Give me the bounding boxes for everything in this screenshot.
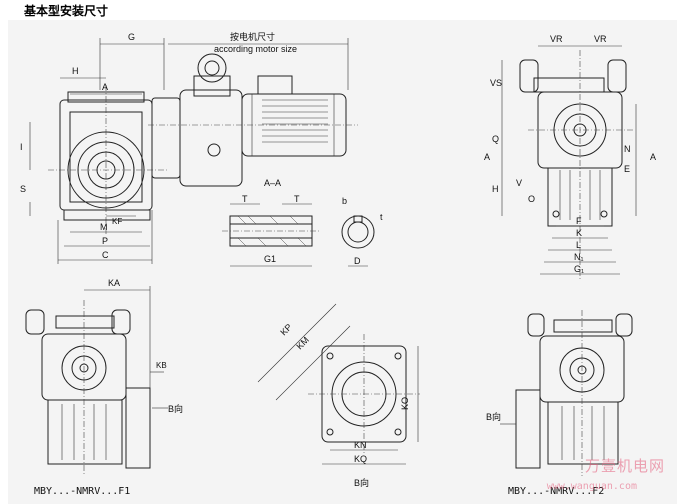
dim-A: A (102, 82, 108, 92)
dim-N: N (624, 144, 631, 154)
dim-KM: KM (294, 335, 311, 352)
dim-I: I (20, 142, 23, 152)
technical-drawing: G 按电机尺寸 according motor size H A I S KF … (8, 20, 677, 504)
label-B-dir-right: B向 (486, 411, 501, 422)
front-view: VR VR VS Q H V O N E A A F K L N₁ G₁ (484, 34, 656, 280)
view-F2: B向 MBY...-NMRV...F2 (486, 310, 633, 497)
dim-S: S (20, 184, 26, 194)
dim-P: P (102, 236, 108, 246)
view-B: KP KM KO KN KQ B向 (257, 303, 420, 488)
dim-H: H (72, 66, 79, 76)
dim-O: O (528, 194, 535, 204)
view-F1: KA KB B向 MBY...-NMRV...F1 (25, 278, 183, 497)
dim-KO: KO (400, 397, 410, 410)
dim-N1: N₁ (574, 252, 584, 262)
dim-KP: KP (278, 322, 294, 338)
section-AA-label: A–A (264, 178, 281, 188)
dim-motor-en: according motor size (214, 44, 297, 54)
dim-VS: VS (490, 78, 502, 88)
caption-F1: MBY...-NMRV...F1 (34, 486, 130, 497)
dim-V: V (516, 178, 522, 188)
drawing-svg: G 按电机尺寸 according motor size H A I S KF … (20, 31, 656, 497)
watermark-url: www.wanguan.com (546, 481, 637, 492)
dim-G: G (128, 32, 135, 42)
dim-G1: G1 (264, 254, 276, 264)
dim-KA: KA (108, 278, 120, 288)
dim-T1: T (242, 194, 248, 204)
dim-VR2: VR (594, 34, 607, 44)
dim-A-right: A (650, 152, 656, 162)
dim-K: K (576, 228, 582, 238)
dim-KB: KB (156, 361, 167, 370)
dim-KN: KN (354, 440, 367, 450)
dim-KF: KF (112, 217, 122, 226)
dim-t: t (380, 212, 383, 222)
dim-KQ: KQ (354, 454, 367, 464)
dim-VR1: VR (550, 34, 563, 44)
dim-T2: T (294, 194, 300, 204)
dim-b: b (342, 196, 347, 206)
dim-G1-right: G₁ (574, 264, 584, 274)
page-title: 基本型安装尺寸 (24, 4, 109, 18)
dim-M: M (100, 222, 108, 232)
watermark-text: 万壹机电网 (584, 457, 665, 475)
label-B-dir-left: B向 (168, 403, 183, 414)
dim-H-front: H (492, 184, 499, 194)
dim-motor-cn: 按电机尺寸 (230, 31, 275, 42)
dim-E: E (624, 164, 630, 174)
dim-A-left: A (484, 152, 490, 162)
caption-B-view: B向 (354, 477, 369, 488)
dim-L: L (576, 240, 581, 250)
dim-Q: Q (492, 134, 499, 144)
caption-F2: MBY...-NMRV...F2 (508, 486, 604, 497)
section-AA: A–A T T G1 b t D (222, 178, 383, 267)
main-side-view: G 按电机尺寸 according motor size H A I S KF … (20, 31, 358, 264)
dim-F: F (576, 216, 582, 226)
dim-D: D (354, 256, 361, 266)
dim-C: C (102, 250, 109, 260)
